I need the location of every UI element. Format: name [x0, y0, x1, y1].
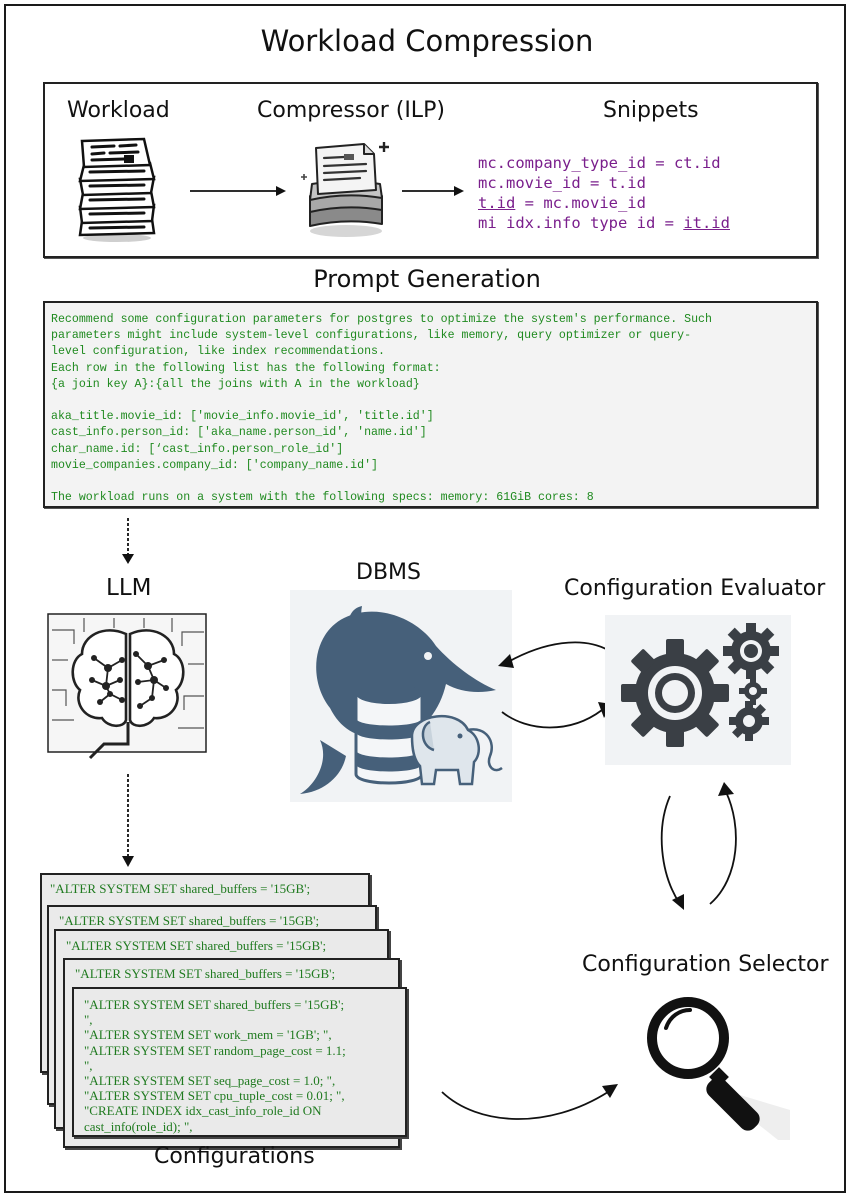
- prompt-line: The workload runs on a system with the f…: [51, 491, 594, 505]
- selector-label: Configuration Selector: [582, 952, 829, 977]
- config-card-front: "ALTER SYSTEM SET shared_buffers = '15GB…: [72, 987, 407, 1137]
- prompt-line: level configuration, like index recommen…: [51, 345, 385, 359]
- compressor-label: Compressor (ILP): [257, 98, 445, 123]
- config-card-text: "ALTER SYSTEM SET shared_buffers = '15GB…: [74, 989, 405, 1134]
- prompt-line: char_name.id: [‘cast_info.person_role_id…: [51, 442, 344, 456]
- config-line: "ALTER SYSTEM SET work_mem = '1GB'; ",: [84, 1027, 332, 1043]
- arrow-configurations-to-selector: [441, 1084, 618, 1120]
- config-line: "ALTER SYSTEM SET cpu_tuple_cost = 0.01;…: [84, 1088, 345, 1104]
- prompt-line: movie_companies.company_id: ['company_na…: [51, 458, 378, 472]
- config-card-line: "ALTER SYSTEM SET shared_buffers = '15GB…: [66, 938, 327, 953]
- snippet-part: mi idx.info type id =: [478, 214, 684, 232]
- arrows-evaluator-selector: [660, 782, 737, 910]
- config-line: "ALTER SYSTEM SET seq_page_cost = 1.0; "…: [84, 1073, 336, 1089]
- dbms-label: DBMS: [356, 560, 421, 585]
- prompt-generation-heading: Prompt Generation: [313, 265, 541, 293]
- snippet-line-2: mc.movie_id = t.id: [478, 173, 730, 193]
- config-card-line: "ALTER SYSTEM SET shared_buffers = '15GB…: [50, 881, 311, 896]
- arrow-compressor-to-snippets: [402, 186, 464, 196]
- config-line: "ALTER SYSTEM SET random_page_cost = 1.1…: [84, 1042, 346, 1058]
- config-line: ",: [84, 1012, 93, 1028]
- figure-title: Workload Compression: [260, 24, 594, 58]
- config-card-line: "ALTER SYSTEM SET shared_buffers = '15GB…: [75, 966, 336, 981]
- compressed-document-icon: [301, 142, 389, 237]
- arrow-workload-to-compressor: [190, 186, 286, 196]
- llm-label: LLM: [106, 575, 152, 601]
- evaluator-label: Configuration Evaluator: [564, 576, 826, 601]
- magnifying-glass-icon: [640, 990, 790, 1140]
- config-card-line: "ALTER SYSTEM SET shared_buffers = '15GB…: [59, 913, 320, 928]
- prompt-box: Recommend some configuration parameters …: [43, 301, 818, 508]
- snippet-line-1: mc.company_type_id = ct.id: [478, 153, 730, 173]
- configurations-label: Configurations: [154, 1144, 315, 1169]
- snippet-part: mc.movie_id = t.id: [478, 174, 646, 192]
- snippet-line-4: mi idx.info type id = it.id: [478, 213, 730, 233]
- workload-label: Workload: [67, 98, 170, 123]
- prompt-line: Each row in the following list has the f…: [51, 361, 441, 375]
- config-line: "ALTER SYSTEM SET shared_buffers = '15GB…: [84, 997, 345, 1012]
- compression-panel: [43, 82, 818, 258]
- snippet-line-3: t.id = mc.movie_id: [478, 193, 730, 213]
- snippet-part: = mc.movie_id: [515, 194, 646, 212]
- gears-icon: [605, 615, 791, 765]
- figure-frame: [4, 4, 846, 1193]
- prompt-line: Recommend some configuration parameters …: [51, 313, 712, 326]
- config-line: "CREATE INDEX idx_cast_info_role_id ON: [84, 1103, 322, 1119]
- config-line: ",: [84, 1057, 93, 1073]
- brain-circuit-icon: [47, 613, 207, 760]
- config-line: cast_info(role_id); ",: [84, 1118, 193, 1134]
- document-stack-icon: [78, 137, 156, 242]
- arrows-dbms-evaluator: [498, 641, 612, 729]
- prompt-line: aka_title.movie_id: ['movie_info.movie_i…: [51, 410, 434, 424]
- prompt-text: Recommend some configuration parameters …: [51, 312, 810, 506]
- snippet-part-underlined: it.id: [683, 214, 730, 232]
- arrow-llm-to-configurations: [122, 774, 134, 867]
- snippets-label: Snippets: [603, 98, 699, 123]
- snippet-part-underlined: t.id: [478, 194, 516, 212]
- snippets-list: mc.company_type_id = ct.id mc.movie_id =…: [478, 153, 730, 233]
- snippet-part: mc.company_type_id = ct.id: [478, 154, 721, 172]
- prompt-line: parameters might include system-level co…: [51, 329, 692, 343]
- prompt-line: cast_info.person_id: ['aka_name.person_i…: [51, 426, 427, 440]
- prompt-line: [51, 474, 810, 490]
- prompt-line: {a join key A}:{all the joins with A in …: [51, 377, 420, 391]
- prompt-line: [51, 393, 810, 409]
- arrow-prompt-to-llm: [122, 518, 134, 564]
- mysql-dolphin-postgres-elephant-database-icon: [290, 590, 512, 802]
